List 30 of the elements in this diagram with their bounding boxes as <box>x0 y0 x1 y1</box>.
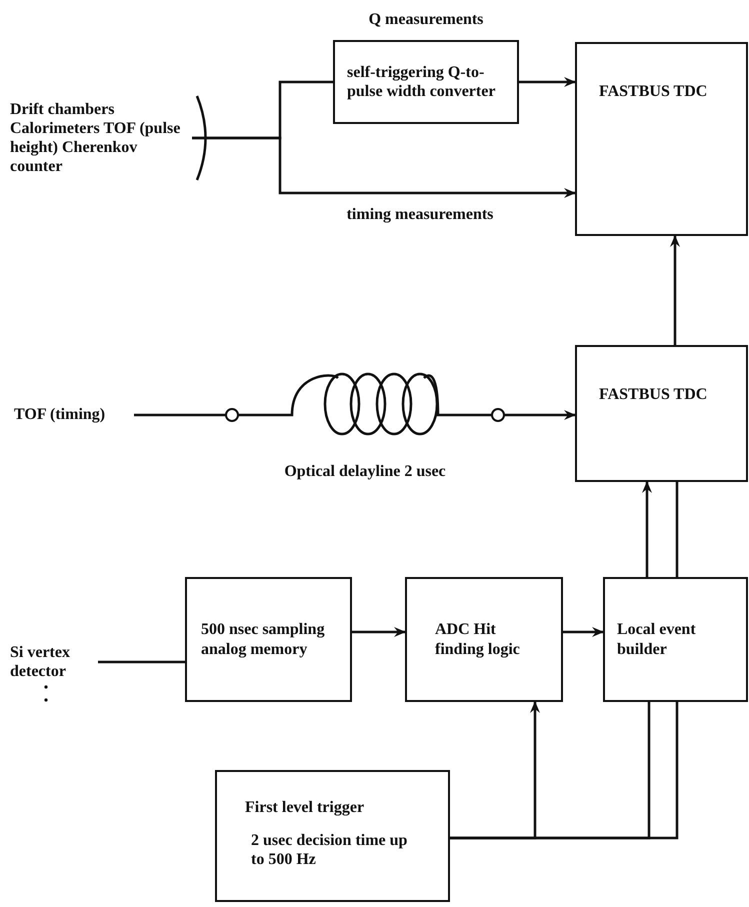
process-box <box>575 345 748 482</box>
box-text: ADC Hit finding logic <box>435 620 521 659</box>
box-caption: Optical delayline 2 usec <box>283 462 447 482</box>
arrow <box>450 410 576 420</box>
arrow <box>352 627 406 637</box>
box-text: self-triggering Q-to-pulse width converter <box>347 62 496 102</box>
box-text: 500 nsec sampling analog memory <box>201 620 326 659</box>
process-box <box>215 770 450 902</box>
connector-line <box>676 482 678 577</box>
arrow <box>670 235 680 345</box>
connector-line <box>134 414 280 416</box>
process-box <box>185 577 352 702</box>
input-label: Drift chambers Calorimeters TOF (pulse height) Cherenkov counter <box>10 94 192 182</box>
arrow <box>642 481 652 577</box>
connector-line <box>98 660 185 664</box>
process-box <box>575 42 748 236</box>
arrow <box>192 136 576 198</box>
box-text: Local event builder <box>617 620 697 659</box>
box-text: First level trigger <box>245 798 366 818</box>
box-subtext: 2 usec decision time up to 500 Hz <box>250 831 408 870</box>
input-label: TOF (timing) <box>14 404 134 426</box>
process-box <box>603 577 748 702</box>
box-caption: Q measurements <box>368 10 484 30</box>
box-text: FASTBUS TDC <box>599 82 708 102</box>
process-box <box>405 577 563 702</box>
arrow <box>519 77 576 87</box>
arrow <box>563 627 604 637</box>
process-box <box>333 40 519 124</box>
input-label: Si vertex detector <box>10 640 98 684</box>
box-text: FASTBUS TDC <box>599 385 708 404</box>
